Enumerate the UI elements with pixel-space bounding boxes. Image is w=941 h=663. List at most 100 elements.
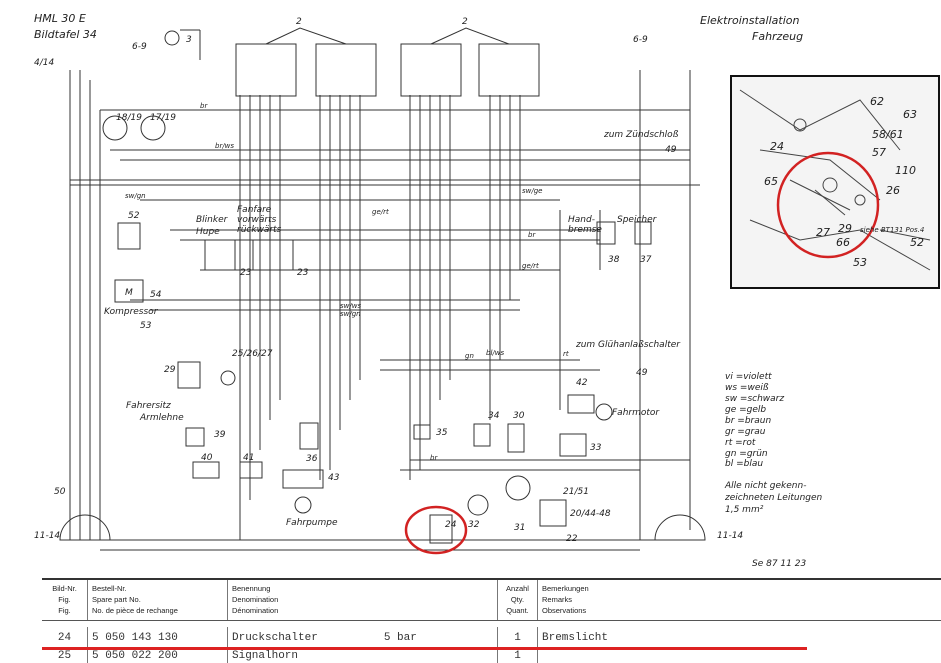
label: Hand- — [568, 215, 595, 225]
label: vorwärts — [237, 215, 277, 225]
label: bl/ws — [486, 349, 504, 357]
cell-part: 5 050 022 200 — [88, 649, 228, 663]
label: 17/19 — [150, 113, 176, 123]
table-header: Bild-Nr.Fig.Fig. Bestell-Nr.Spare part N… — [42, 580, 941, 621]
label: 23 — [297, 268, 309, 278]
label: Kompressor — [104, 307, 159, 317]
cell-remarks: Bremslicht — [542, 632, 609, 644]
label: rückwärts — [237, 225, 282, 235]
label: sw/gn — [340, 310, 361, 318]
highlight-circle-inset — [776, 151, 880, 259]
label: gn =grün — [725, 449, 768, 459]
label: 2 — [296, 17, 302, 27]
label: 32 — [468, 520, 480, 530]
label: 39 — [214, 430, 226, 440]
label: 4/14 — [34, 58, 54, 68]
label: 31 — [514, 523, 525, 533]
color-legend: vi =violett ws =weiß sw =schwarz ge =gel… — [724, 372, 823, 515]
table-row: 25 5 050 022 200 Signalhorn 1 — [42, 649, 941, 663]
label: 11-14 — [34, 531, 60, 541]
label: 42 — [576, 378, 588, 388]
header-fig: Fig. — [58, 595, 71, 604]
label: br — [200, 102, 208, 110]
label: 23 — [240, 268, 252, 278]
inset-label: 66 — [836, 236, 850, 249]
label: 52 — [128, 211, 140, 221]
inset-label: 110 — [895, 164, 916, 177]
label: Blinker — [196, 215, 229, 225]
highlight-underline — [42, 647, 807, 650]
label: Armlehne — [139, 413, 184, 423]
inset-label: 65 — [764, 175, 778, 188]
label: zeichneten Leitungen — [724, 493, 823, 503]
label: br/ws — [215, 142, 234, 150]
inset-label: 63 — [903, 108, 917, 121]
header-part: Bestell-Nr. — [92, 584, 127, 593]
label: 11-14 — [717, 531, 743, 541]
wires — [59, 27, 706, 551]
label: Fanfare — [237, 205, 272, 215]
label: br =braun — [725, 416, 771, 426]
label: 29 — [164, 365, 176, 375]
label: 18/19 — [116, 113, 142, 123]
label: 35 — [436, 428, 448, 438]
header-remarks: Bemerkungen — [542, 584, 589, 593]
header-qty: Qty. — [510, 595, 525, 604]
label: bl =blau — [725, 459, 763, 469]
label: ge/rt — [522, 262, 539, 270]
label: vi =violett — [725, 372, 772, 382]
inset-label: 52 — [910, 236, 924, 249]
inset-label: 26 — [886, 184, 900, 197]
label: 49 — [665, 145, 677, 155]
component-labels: zum Zündschloß Hand- bremse Speicher Bli… — [104, 130, 806, 569]
header-part: No. de pièce de rechange — [92, 606, 178, 615]
cell-name: Signalhorn — [228, 649, 498, 663]
label: rt =rot — [725, 438, 756, 448]
header-qty: Quant. — [506, 606, 529, 615]
header-remarks: Observations — [542, 606, 587, 615]
label: 53 — [140, 321, 152, 331]
header-right-1: Elektroinstallation — [700, 14, 799, 27]
header-name: Benennung — [232, 584, 271, 593]
label: 37 — [640, 255, 652, 265]
wire-color-labels: br br/ws sw/gn sw/ge ge/rt br ge/rt sw/w… — [125, 102, 569, 462]
inset-photo: 62 63 58/61 57 24 110 65 26 27 29 66 52 … — [730, 75, 940, 289]
label: ge/rt — [372, 208, 389, 216]
cell-fig: 24 — [42, 627, 88, 649]
header-right-2: Fahrzeug — [752, 30, 803, 43]
inset-note: siehe BT131 Pos.4 — [860, 226, 924, 234]
label: zum Zündschloß — [603, 130, 679, 140]
label: 24 — [445, 520, 457, 530]
inset-label: 53 — [853, 256, 867, 269]
parts-table: Bild-Nr.Fig.Fig. Bestell-Nr.Spare part N… — [42, 578, 941, 663]
label: 22 — [566, 534, 578, 544]
header-name: Dénomination — [232, 606, 279, 615]
header-remarks: Remarks — [542, 595, 573, 604]
label: 40 — [201, 453, 213, 463]
label: 54 — [150, 290, 162, 300]
inset-label: 24 — [770, 140, 784, 153]
label: 6-9 — [132, 42, 147, 52]
inset-label: 29 — [838, 222, 852, 235]
label: sw/ws — [340, 302, 361, 310]
cell-remarks — [538, 649, 941, 663]
label: Fahrpumpe — [286, 518, 338, 528]
label: 2 — [462, 17, 468, 27]
label: M — [125, 288, 133, 298]
label: 49 — [636, 368, 648, 378]
label: sw =schwarz — [725, 394, 784, 404]
label: zum Glühanlaßschalter — [575, 340, 681, 350]
label: 1,5 mm² — [725, 505, 764, 515]
diagram-subtitle: Bildtafel 34 — [34, 28, 97, 41]
label: 3 — [186, 35, 192, 45]
wiring-diagram: 62 63 58/61 57 24 110 65 26 27 29 66 52 … — [34, 12, 940, 569]
label: 21/51 — [563, 487, 589, 497]
inset-label: 27 — [816, 226, 830, 239]
table-row: 24 5 050 143 130 Druckschalter 5 bar 1 B… — [42, 627, 941, 649]
part-number-labels: 2 2 3 6-9 6-9 4/14 18/19 17/19 49 52 54 … — [34, 17, 743, 544]
label: Alle nicht gekenn- — [724, 481, 806, 491]
cell-qty: 1 — [498, 627, 538, 649]
label: 30 — [513, 411, 525, 421]
label: ge =gelb — [725, 405, 766, 415]
label: Se 87 11 23 — [752, 559, 806, 569]
